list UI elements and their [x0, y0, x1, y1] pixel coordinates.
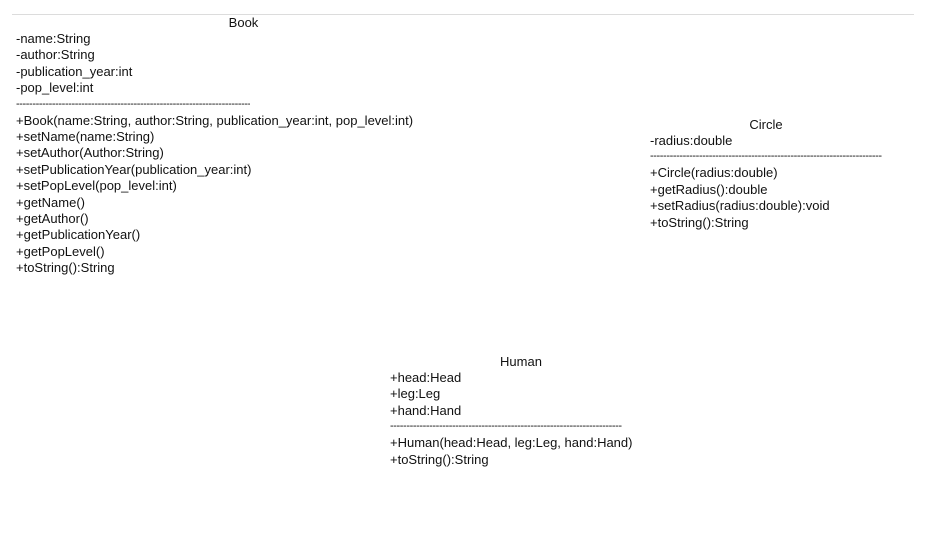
attribute-list: +head:Head +leg:Leg +hand:Hand — [390, 370, 670, 419]
attribute-list: -name:String -author:String -publication… — [16, 31, 476, 97]
section-separator: ----------------------------------------… — [390, 421, 622, 432]
class-circle: Circle -radius:double ------------------… — [650, 116, 890, 231]
method-list: +Book(name:String, author:String, public… — [16, 113, 476, 277]
method-item: +getName() — [16, 194, 85, 210]
method-item: +Book(name:String, author:String, public… — [16, 112, 414, 128]
method-item: +setPopLevel(pop_level:int) — [16, 178, 177, 194]
method-item: +setRadius(radius:double):void — [650, 198, 830, 214]
section-separator: ----------------------------------------… — [16, 98, 250, 109]
method-item: +setName(name:String) — [16, 129, 155, 145]
method-item: +getPublicationYear() — [16, 227, 141, 243]
class-name: Circle — [749, 117, 783, 132]
method-item: +toString():String — [16, 260, 115, 276]
method-item: +toString():String — [390, 451, 489, 467]
method-item: +getPopLevel() — [16, 243, 105, 259]
attribute-item: +hand:Hand — [390, 402, 462, 418]
class-human: Human +head:Head +leg:Leg +hand:Hand ---… — [390, 353, 670, 468]
method-item: +setPublicationYear(publication_year:int… — [16, 161, 252, 177]
attribute-item: -author:String — [16, 47, 95, 63]
attribute-item: -radius:double — [650, 133, 733, 148]
method-item: +Circle(radius:double) — [650, 165, 778, 181]
method-list: +Human(head:Head, leg:Leg, hand:Hand) +t… — [390, 435, 670, 468]
method-item: +getAuthor() — [16, 211, 89, 227]
method-item: +setAuthor(Author:String) — [16, 145, 164, 161]
method-item: +Human(head:Head, leg:Leg, hand:Hand) — [390, 435, 633, 451]
attribute-list: -radius:double — [650, 133, 890, 149]
attribute-item: -name:String — [16, 31, 91, 46]
class-name: Book — [228, 15, 259, 30]
top-divider — [12, 14, 914, 15]
method-list: +Circle(radius:double) +getRadius():doub… — [650, 165, 890, 231]
attribute-item: +leg:Leg — [390, 386, 441, 402]
attribute-item: -publication_year:int — [16, 63, 133, 79]
section-separator: ----------------------------------------… — [650, 151, 882, 162]
attribute-item: -pop_level:int — [16, 80, 94, 96]
attribute-item: +head:Head — [390, 370, 462, 385]
class-book: Book -name:String -author:String -public… — [16, 14, 476, 277]
method-item: +getRadius():double — [650, 181, 768, 197]
method-item: +toString():String — [650, 214, 749, 230]
class-name: Human — [500, 354, 542, 369]
